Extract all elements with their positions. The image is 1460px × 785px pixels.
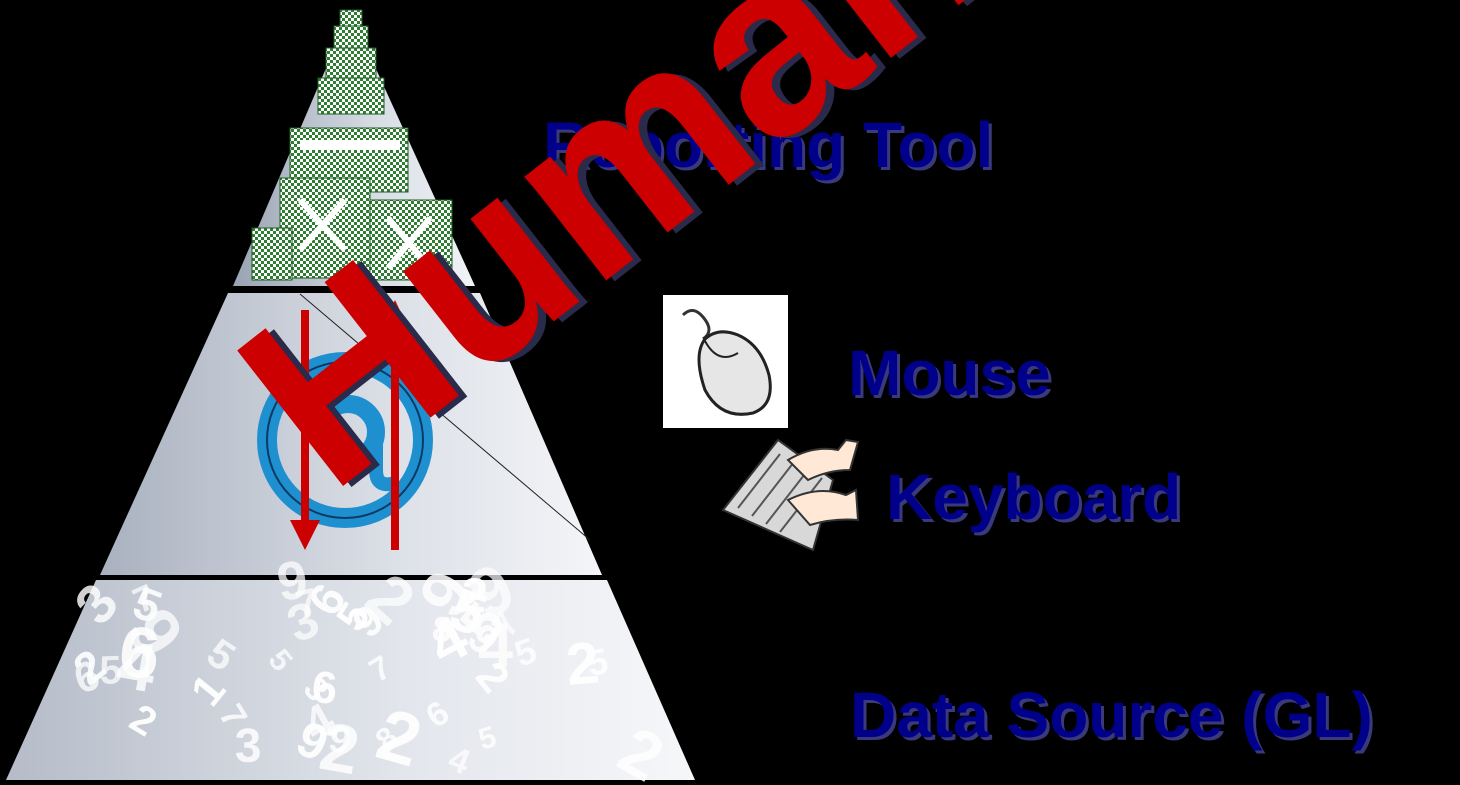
pyramid-digit: 3	[234, 720, 262, 773]
pyramid-digit: 2	[563, 629, 601, 698]
pyramid-middle-tier	[100, 293, 602, 575]
stacked-report-windows-icon	[251, 9, 453, 281]
pyramid-digit: 5	[99, 648, 123, 693]
data-source-label: Data Source (GL)	[850, 679, 1373, 751]
mouse-label: Mouse	[848, 337, 1051, 409]
keyboard-label: Keyboard	[886, 461, 1182, 533]
hands-on-keyboard-icon	[718, 430, 863, 555]
pyramid-digit: 8	[430, 609, 454, 650]
mouse-icon	[663, 295, 788, 428]
at-sign-with-arrows-icon	[257, 300, 433, 550]
pyramid-digit: 4	[478, 611, 513, 681]
pyramid-digit: 6	[115, 611, 163, 695]
pyramid-digit: 6	[310, 661, 339, 714]
pyramid-bottom-tier	[6, 580, 695, 780]
reporting-tool-label: Reporting Tool	[543, 109, 994, 181]
pyramid-digit: 2	[458, 568, 490, 624]
